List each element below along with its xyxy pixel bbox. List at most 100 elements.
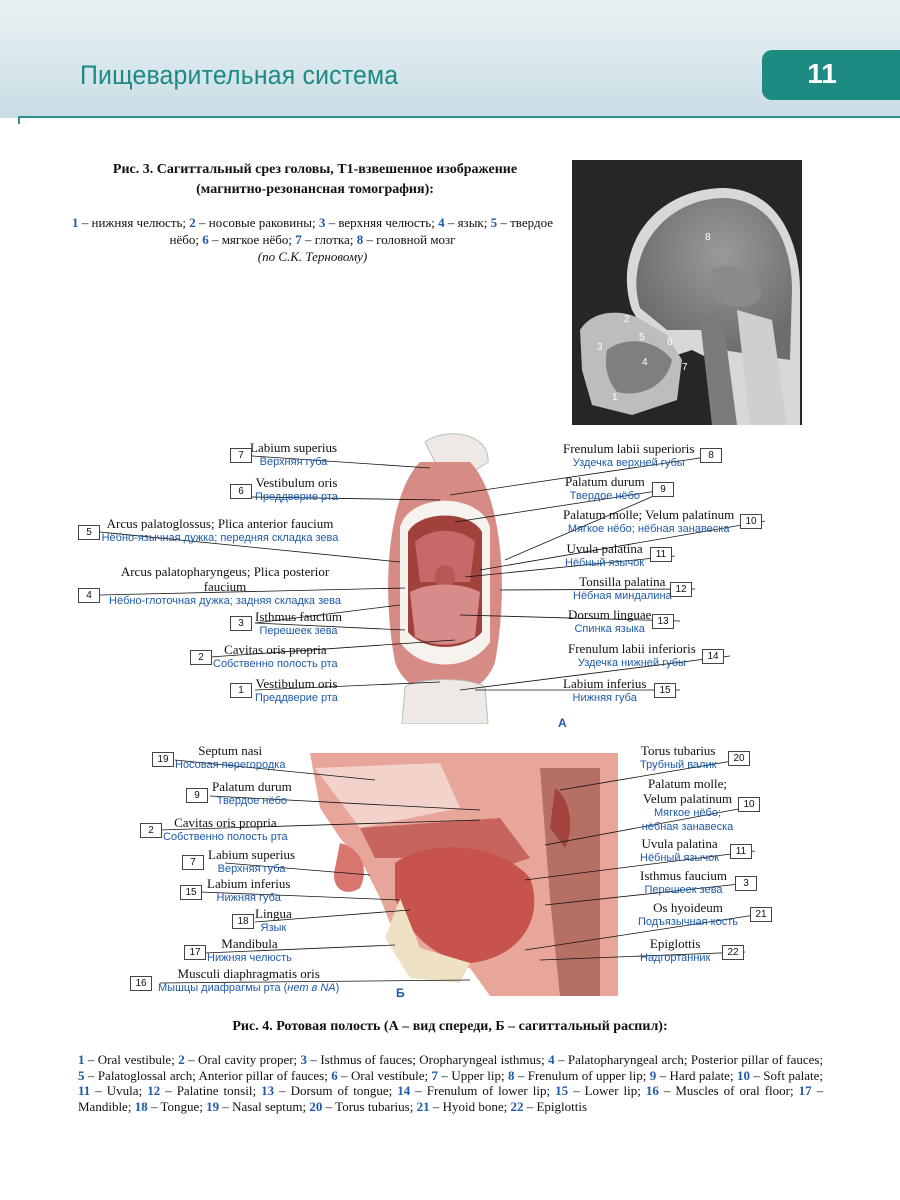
label-number-box: 11 [730, 844, 752, 859]
figure-a-illustration [370, 432, 520, 725]
latin-term: Lingua [255, 906, 292, 921]
legend-text: Muscles of oral floor; [675, 1083, 794, 1098]
legend-number: 8 [356, 232, 364, 247]
mri-mark: 8 [705, 232, 711, 243]
legend-number: 6 [331, 1067, 338, 1083]
figure-b-letter: Б [396, 986, 405, 1000]
label-number-box: 7 [230, 448, 252, 463]
legend-text: Lower lip; [584, 1083, 641, 1098]
legend-number: 2 [178, 1052, 185, 1067]
russian-term: Мягкое нёбо; нёбная занавеска [567, 523, 730, 535]
latin-term: Palatum molle; Velum palatinum [563, 507, 735, 522]
russian-term: Язык [260, 922, 287, 934]
legend-text: верхняя челюсть; [338, 215, 435, 230]
latin-term: Septum nasi [198, 743, 263, 758]
legend-text: Tongue; [160, 1098, 203, 1114]
legend-text: Frenulum of upper lip; [527, 1067, 647, 1083]
latin-term: Cavitas oris propria [224, 642, 327, 657]
legend-number: 13 [261, 1083, 275, 1098]
latin-term: Arcus palatoglossus; Plica anterior fauc… [106, 516, 334, 531]
legend-number: 17 [798, 1083, 812, 1098]
russian-term: Нижняя губа [216, 892, 281, 904]
legend-text: Mandible; [78, 1098, 132, 1114]
latin-term: Dorsum linguae [568, 607, 652, 622]
legend-number: 3 [300, 1052, 308, 1067]
russian-term: Мягкое нёбо; нёбная занавеска [641, 807, 734, 833]
russian-term: Твердое нёбо [216, 795, 288, 807]
legend-number: 8 [507, 1067, 515, 1083]
legend-text: мягкое нёбо; [221, 232, 293, 247]
mri-mark: 1 [612, 392, 618, 403]
legend-number: 10 [736, 1067, 750, 1083]
russian-term: Уздечка нижней губы [577, 657, 686, 669]
legend-number: 21 [416, 1098, 430, 1114]
latin-term: Palatum durum [212, 779, 292, 794]
label-number-box: 8 [700, 448, 722, 463]
latin-term: Cavitas oris propria [174, 815, 277, 830]
latin-term: Isthmus faucium [255, 609, 343, 624]
legend-number: 3 [318, 215, 326, 230]
russian-term: Твердое нёбо [569, 490, 641, 502]
label-number-box: 19 [152, 752, 174, 767]
label-number-box: 4 [78, 588, 100, 603]
fig3-legend: 1 – нижняя челюсть; 2 – носовые раковины… [71, 215, 553, 264]
legend-number: 1 [78, 1052, 85, 1067]
fig4-legend: 1 – Oral vestibule; 2 – Oral cavity prop… [78, 1052, 824, 1114]
label-number-box: 10 [740, 514, 762, 529]
russian-term: Нёбная миндалина [573, 590, 672, 602]
russian-term: Трубный валик [640, 759, 717, 771]
latin-term: Labium inferius [207, 876, 291, 891]
latin-term: Torus tubarius [640, 743, 716, 758]
mri-mark: 3 [597, 342, 603, 353]
legend-text: твердое нёбо; [169, 215, 553, 247]
latin-term: Labium superius [250, 440, 338, 455]
legend-text: Frenulum of lower lip; [426, 1083, 551, 1098]
russian-term: Носовая перегородка [175, 759, 286, 771]
latin-term: Palatum durum [565, 474, 645, 489]
legend-text: глотка; [314, 232, 354, 247]
label-number-box: 9 [186, 788, 208, 803]
label-number-box: 15 [180, 885, 202, 900]
russian-term: Подъязычная кость [638, 916, 738, 928]
legend-number: 7 [295, 232, 302, 247]
legend-text: Palatoglossal arch; Anterior pillar of f… [97, 1067, 328, 1083]
latin-term: Frenulum labii superioris [563, 441, 695, 456]
legend-text: Hyoid bone; [442, 1098, 508, 1114]
legend-text: язык; [457, 215, 488, 230]
legend-text: Isthmus of fauces; Oropharyngeal isthmus… [320, 1052, 545, 1067]
header-rule [20, 116, 900, 118]
latin-term: Uvula palatina [566, 541, 643, 556]
label-number-box: 20 [728, 751, 750, 766]
mri-mark: 7 [682, 362, 688, 373]
latin-term: Musculi diaphragmatis oris [177, 966, 320, 981]
mri-mark: 4 [642, 357, 648, 368]
latin-term: Isthmus faucium [640, 868, 728, 883]
russian-term: Нижняя челюсть [207, 952, 292, 964]
legend-text: Palatine tonsil; [176, 1083, 257, 1098]
latin-term: Vestibulum oris [255, 676, 338, 691]
legend-text: Epiglottis [536, 1098, 588, 1114]
latin-term: Epiglottis [649, 936, 701, 951]
russian-term: Верхняя губа [259, 456, 328, 468]
latin-term: Labium superius [208, 847, 296, 862]
section-title: Пищеварительная система [80, 60, 399, 90]
russian-term: Преддверие рта [255, 491, 338, 503]
legend-number: 11 [78, 1083, 91, 1098]
anatomy-label: Arcus palatoglossus; Plica anterior fauc… [95, 516, 345, 545]
